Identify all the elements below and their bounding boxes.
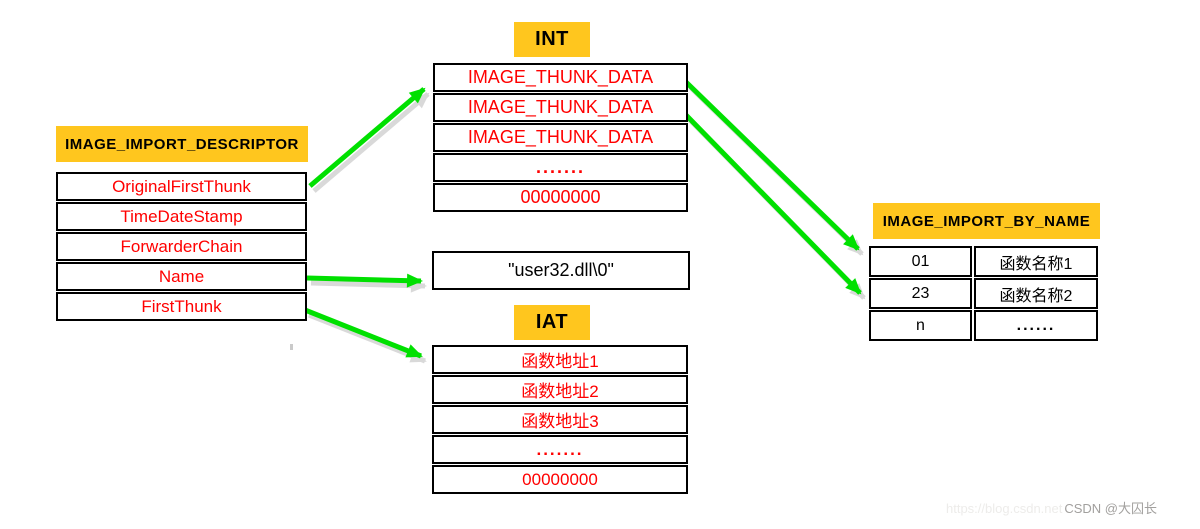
int-row-terminator: 00000000 (433, 183, 688, 212)
watermark-credit: CSDN @大囚长 (1064, 501, 1158, 516)
byname-row-2: 23 函数名称2 (869, 278, 1098, 309)
int-title: INT (514, 22, 590, 57)
byname-name-1: 函数名称1 (974, 246, 1098, 277)
iat-title: IAT (514, 305, 590, 340)
int-row-thunk2: IMAGE_THUNK_DATA (433, 93, 688, 122)
byname-title: IMAGE_IMPORT_BY_NAME (873, 203, 1100, 239)
int-table: IMAGE_THUNK_DATA IMAGE_THUNK_DATA IMAGE_… (433, 63, 688, 213)
int-row-thunk3: IMAGE_THUNK_DATA (433, 123, 688, 152)
arrow-thunk1-to-byname1 (684, 80, 860, 251)
descriptor-table: OriginalFirstThunk TimeDateStamp Forward… (56, 172, 307, 322)
iat-row-addr1: 函数地址1 (432, 345, 688, 374)
byname-ordinal-1: 01 (869, 246, 972, 277)
iat-row-addr3: 函数地址3 (432, 405, 688, 434)
dll-name-box: "user32.dll\0" (432, 251, 690, 290)
arrow-originalfirstthunk-to-int (308, 87, 426, 188)
byname-ordinal-2: 23 (869, 278, 972, 309)
stray-mark (290, 344, 293, 350)
watermark: https://blog.csdn.net CSDN @大囚长 (946, 498, 1157, 517)
byname-ordinal-3: n (869, 310, 972, 341)
descriptor-row-originalfirstthunk: OriginalFirstThunk (56, 172, 307, 201)
iat-row-ellipsis: ....... (432, 435, 688, 464)
int-row-thunk1: IMAGE_THUNK_DATA (433, 63, 688, 92)
int-row-ellipsis: ....... (433, 153, 688, 182)
byname-row-3: n ...... (869, 310, 1098, 341)
arrow-firstthunk-to-iat (304, 307, 423, 359)
byname-name-3: ...... (974, 310, 1098, 341)
descriptor-title: IMAGE_IMPORT_DESCRIPTOR (56, 126, 308, 162)
descriptor-row-name: Name (56, 262, 307, 291)
arrow-name-to-dllstring (306, 273, 423, 288)
byname-table: 01 函数名称1 23 函数名称2 n ...... (869, 246, 1098, 342)
iat-row-terminator: 00000000 (432, 465, 688, 494)
iat-row-addr2: 函数地址2 (432, 375, 688, 404)
descriptor-row-timedatestamp: TimeDateStamp (56, 202, 307, 231)
descriptor-row-forwarderchain: ForwarderChain (56, 232, 307, 261)
byname-row-1: 01 函数名称1 (869, 246, 1098, 277)
iat-table: 函数地址1 函数地址2 函数地址3 ....... 00000000 (432, 345, 688, 495)
arrow-thunk2-to-byname2 (683, 112, 862, 295)
byname-name-2: 函数名称2 (974, 278, 1098, 309)
descriptor-row-firstthunk: FirstThunk (56, 292, 307, 321)
watermark-url: https://blog.csdn.net (946, 501, 1063, 516)
